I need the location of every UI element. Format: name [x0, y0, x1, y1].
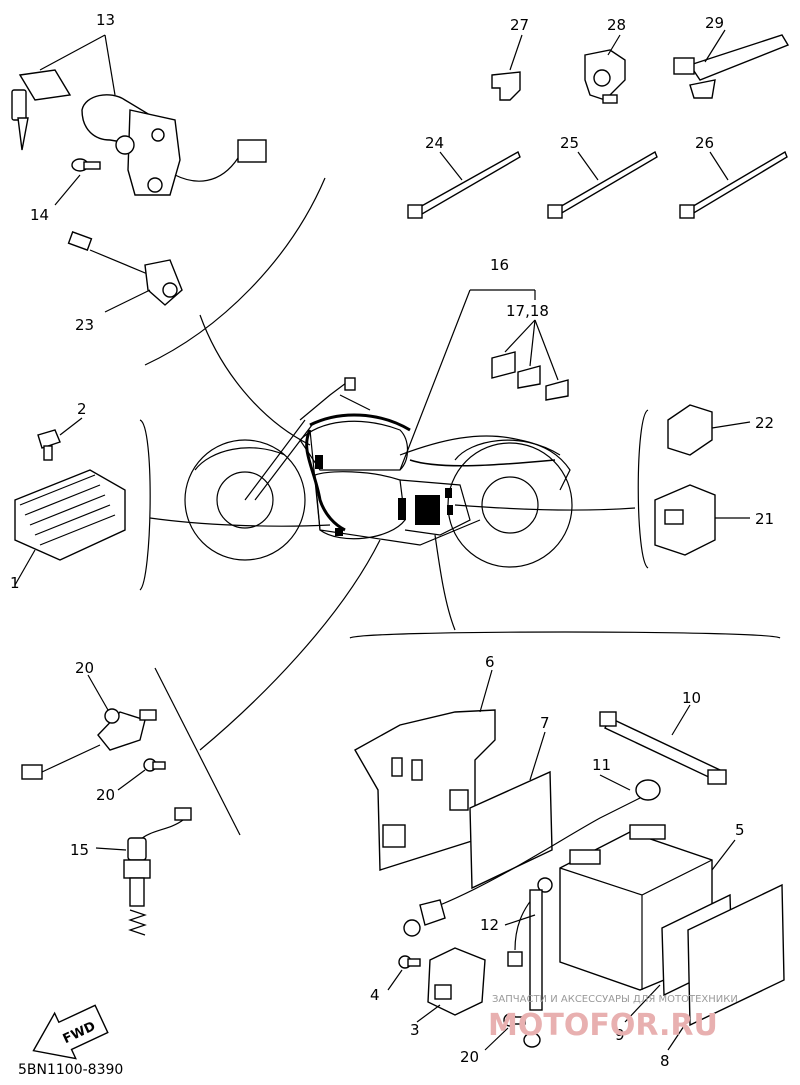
part-23-sensor: [67, 231, 183, 313]
callout-2: 2: [77, 400, 87, 418]
part-25-cable-tie: [547, 150, 658, 219]
part-10-band: [599, 704, 727, 785]
part-7-plate: [469, 731, 553, 890]
callout-14: 14: [30, 206, 49, 224]
watermark-logo: MOTOFOR.RU: [488, 1008, 718, 1043]
callout-8: 8: [660, 1052, 670, 1070]
bracket-left: [139, 419, 151, 591]
callout-19: 20: [75, 659, 94, 677]
diagram-code: 5BN1100-8390: [18, 1062, 123, 1078]
callout-28: 28: [607, 16, 626, 34]
callout-20-right: 20: [460, 1048, 479, 1066]
callout-11: 11: [592, 756, 611, 774]
callout-15: 15: [70, 841, 89, 859]
callout-3: 3: [410, 1021, 420, 1039]
bracket-right: [637, 409, 649, 569]
callout-23: 23: [75, 316, 94, 334]
part-19-sensor: [21, 674, 157, 780]
part-11-lead: [403, 774, 661, 937]
group-leader-lines: [144, 177, 781, 751]
part-13-main-switch: [11, 34, 267, 196]
part-22-relay: [667, 404, 751, 456]
part-2-bolt: [37, 417, 83, 461]
callout-21: 21: [755, 510, 774, 528]
callout-9: 9: [615, 1026, 625, 1044]
part-6-battery-box: [354, 669, 496, 871]
part-8-pad: [667, 883, 785, 1051]
fwd-arrow-icon: FWD: [32, 1004, 109, 1060]
part-21-relay: [654, 484, 750, 556]
part-26-cable-tie: [679, 150, 788, 219]
callout-26: 26: [695, 134, 714, 152]
callout-25: 25: [560, 134, 579, 152]
callout-16: 16: [490, 256, 509, 274]
part-28-clamp: [584, 34, 626, 104]
part-14-screw: [54, 158, 101, 206]
callout-5: 5: [735, 821, 745, 839]
callout-22: 22: [755, 414, 774, 432]
callout-13: 13: [96, 11, 115, 29]
callout-7: 7: [540, 714, 550, 732]
callout-1: 1: [10, 574, 20, 592]
watermark-text: ЗАПЧАСТИ И АКСЕССУАРЫ ДЛЯ МОТОТЕХНИКИ: [492, 994, 738, 1005]
callout-10: 10: [682, 689, 701, 707]
part-20-screw-b: [484, 1013, 526, 1051]
callout-4: 4: [370, 986, 380, 1004]
motorcycle-outline: [184, 377, 573, 568]
part-27-clip: [491, 34, 523, 101]
part-17-18-fuses: [491, 319, 569, 401]
callout-17-18: 17,18: [506, 302, 549, 320]
part-29-band: [673, 29, 790, 99]
callout-12: 12: [480, 916, 499, 934]
part-1-rectifier: [14, 469, 126, 586]
part-24-cable-tie: [407, 150, 521, 219]
callout-27: 27: [510, 16, 529, 34]
bracket-bottom-left: [154, 667, 241, 836]
callout-24: 24: [425, 134, 444, 152]
part-20-screw-a: [117, 758, 166, 791]
part-4-screw: [387, 955, 421, 991]
callout-20-left: 20: [96, 786, 115, 804]
callout-6: 6: [485, 653, 495, 671]
part-15-switch: [95, 807, 192, 936]
callout-29: 29: [705, 14, 724, 32]
part-3-starter-relay: [416, 947, 486, 1023]
part-12-cable: [504, 877, 553, 1048]
